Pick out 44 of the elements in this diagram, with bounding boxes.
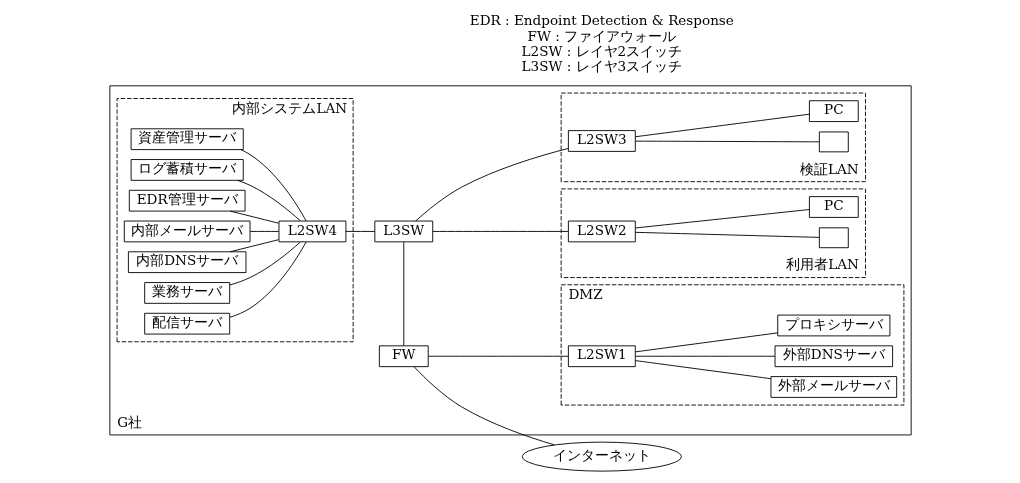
node-box: L2SW2 <box>567 220 636 243</box>
node-box: 外部DNSサーバ <box>774 345 893 368</box>
connector <box>634 332 778 353</box>
node-box: PC <box>808 196 859 218</box>
node-ellipse: インターネット <box>521 441 682 472</box>
connector <box>634 360 771 380</box>
node-box: L2SW3 <box>567 130 636 152</box>
node-box: 配信サーバ <box>143 312 230 335</box>
node-box: プロキシサーバ <box>776 314 890 337</box>
connector <box>229 241 307 318</box>
connector <box>427 355 569 357</box>
node-box: L3SW <box>373 220 433 243</box>
connector <box>402 241 404 347</box>
node-box <box>818 227 849 249</box>
connector <box>344 231 375 232</box>
connector <box>634 231 820 238</box>
node-box: FW <box>378 345 429 368</box>
node-box: 外部メールサーバ <box>770 376 897 398</box>
connector <box>228 241 301 286</box>
connector <box>236 179 301 222</box>
node-box: L2SW4 <box>278 220 346 243</box>
label: EDR : Endpoint Detection & Response <box>469 12 734 29</box>
connector <box>431 231 569 232</box>
connector <box>634 209 810 229</box>
label: L3SW : レイヤ3スイッチ <box>521 58 682 75</box>
connector <box>229 210 279 224</box>
node-box: PC <box>808 100 859 122</box>
connector <box>249 231 279 232</box>
node-box <box>818 131 849 153</box>
node-box: 資産管理サーバ <box>130 128 244 151</box>
node-box: 業務サーバ <box>143 282 230 304</box>
connector <box>634 140 820 143</box>
node-box: ログ蓄積サーバ <box>130 159 244 181</box>
label: FW : ファイアウォール <box>527 27 676 44</box>
connector <box>414 148 569 222</box>
connector <box>239 149 307 222</box>
node-box: 内部メールサーバ <box>123 220 250 243</box>
connector <box>634 355 775 357</box>
node-box: 内部DNSサーバ <box>127 251 246 274</box>
connector <box>634 113 810 138</box>
label: L2SW : レイヤ2スイッチ <box>521 42 682 59</box>
connector <box>413 366 555 446</box>
node-box: L2SW1 <box>567 345 636 368</box>
node-box: EDR管理サーバ <box>128 189 245 212</box>
